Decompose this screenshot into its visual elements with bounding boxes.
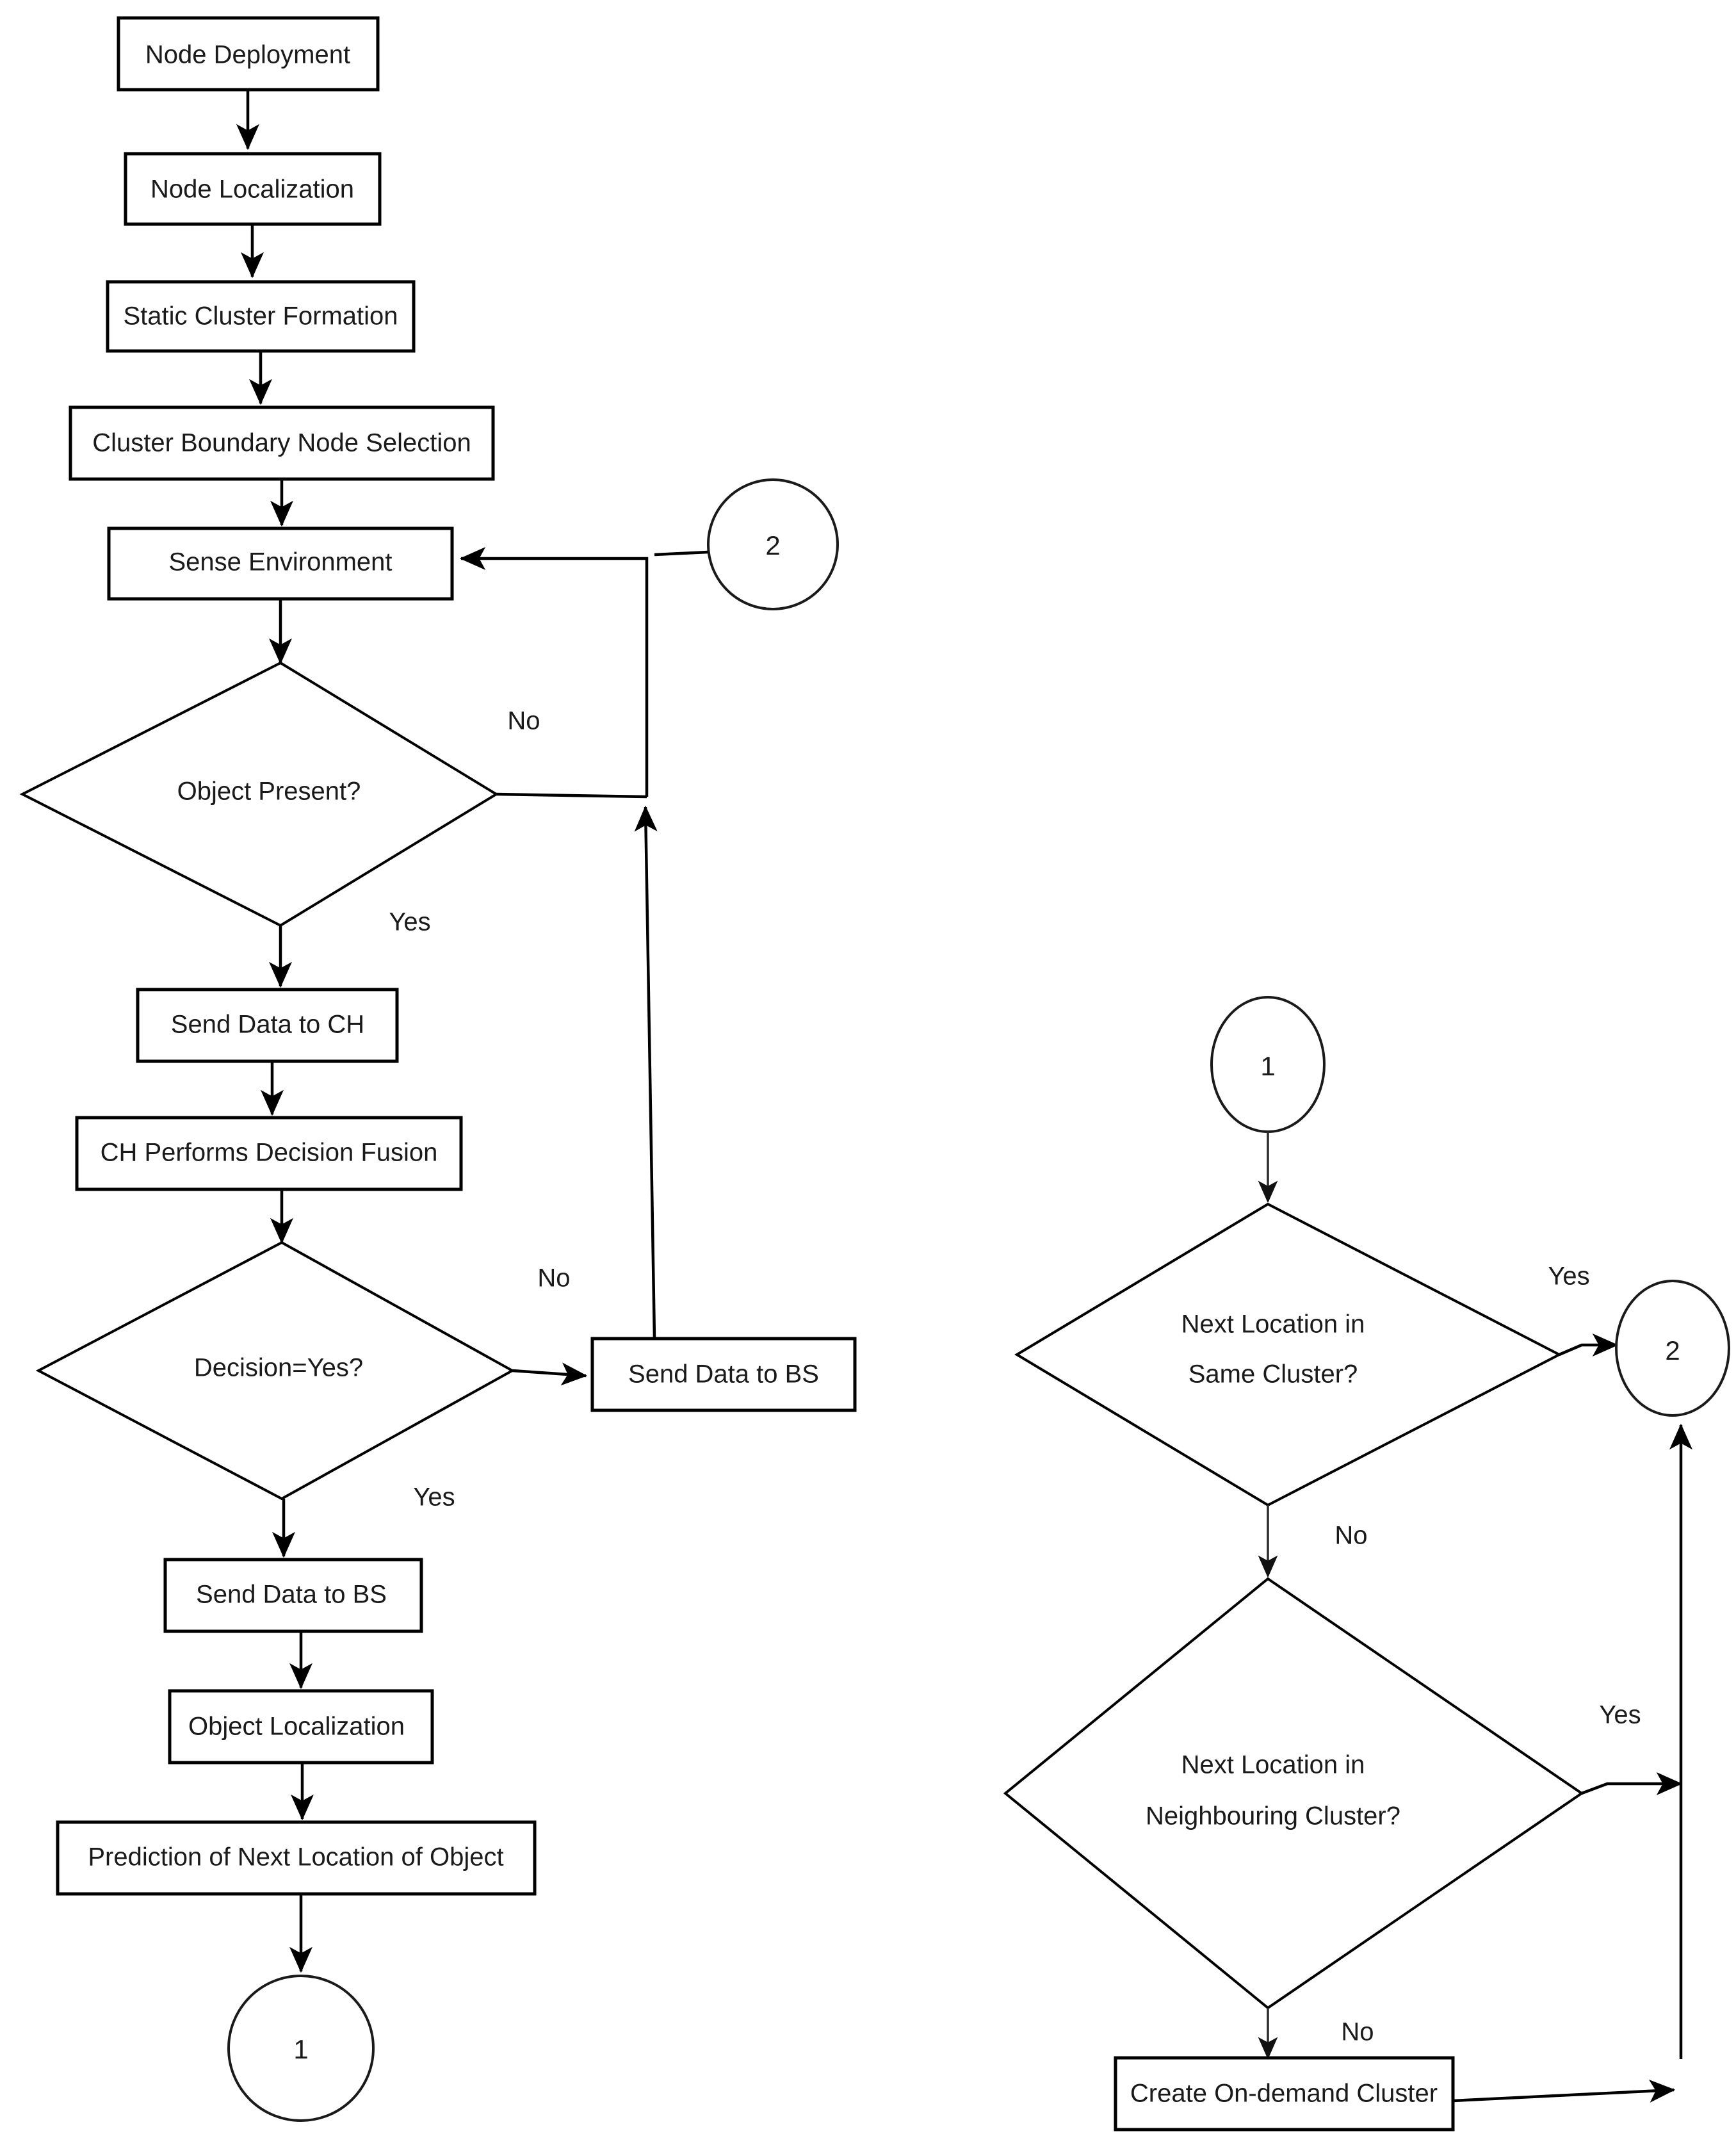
static-cluster-formation-box: Static Cluster Formation [106,280,416,353]
edge-label-object-present-yes: Yes [389,908,430,936]
connector-2-left-circle [707,478,839,610]
prediction-next-location-box: Prediction of Next Location of Object [56,1820,537,1896]
send-data-to-bs-no-label: Send Data to BS [628,1360,819,1389]
sense-environment-label: Sense Environment [168,548,392,576]
static-cluster-formation-label: Static Cluster Formation [123,302,398,330]
object-localization-label: Object Localization [188,1713,405,1741]
send-data-to-bs-yes-box: Send Data to BS [163,1558,423,1633]
sense-environment-box: Sense Environment [107,526,454,601]
static-cluster-formation-rect [106,280,416,353]
node-deployment-box: Node Deployment [117,16,380,92]
node-deployment-rect [117,16,380,92]
prediction-next-location-label: Prediction of Next Location of Object [88,1843,503,1871]
edge-decision-no [512,1362,588,1386]
next-location-neighbouring-cluster-label-2: Neighbouring Cluster? [1146,1802,1400,1830]
connector-2-left: 2 [707,478,839,610]
edge-label-same-cluster-no: No [1334,1522,1367,1550]
next-location-neighbouring-cluster-diamond: Next Location in Neighbouring Cluster? [1003,1577,1584,2010]
edge-bs-no-to-riser [634,805,658,1339]
ch-performs-decision-fusion-rect [75,1116,463,1191]
connector-1-right-label: 1 [1260,1051,1275,1081]
object-present-diamond: Object Present? [19,661,499,927]
send-data-to-bs-yes-label: Send Data to BS [196,1581,387,1609]
edge-label-same-cluster-yes: Yes [1548,1262,1589,1291]
connector-1-right: 1 [1210,996,1326,1133]
send-data-to-ch-box: Send Data to CH [136,988,399,1063]
send-data-to-bs-yes-rect [163,1558,423,1633]
send-data-to-bs-no-box: Send Data to BS [590,1337,857,1412]
next-location-neighbouring-cluster-shape [1003,1577,1584,2010]
send-data-to-ch-label: Send Data to CH [171,1011,364,1039]
edge-no-riser-to-sense [459,547,649,797]
node-localization-box: Node Localization [124,152,382,226]
edge-neighbouring-yes [1581,1772,1683,1795]
sense-environment-rect [107,526,454,601]
edge-label-neighbouring-yes: Yes [1599,1701,1641,1729]
edge-object-present-no [496,792,647,799]
edge-label-neighbouring-no: No [1341,2018,1374,2046]
cluster-boundary-node-selection-label: Cluster Boundary Node Selection [92,429,471,457]
decision-yes-shape [35,1241,515,1501]
edge-create-cluster-to-riser [1452,2079,1676,2103]
connector-2-right-ellipse [1615,1280,1730,1417]
send-data-to-ch-rect [136,988,399,1063]
edge-connector2-to-riser [654,550,709,557]
next-location-neighbouring-cluster-label-1: Next Location in [1181,1751,1365,1779]
edge-same-cluster-yes [1559,1333,1619,1357]
edge-label-decision-no: No [537,1264,570,1292]
create-on-demand-cluster-box: Create On-demand Cluster [1114,2056,1455,2132]
edge-label-object-present-no: No [507,707,540,735]
node-localization-rect [124,152,382,226]
create-on-demand-cluster-label: Create On-demand Cluster [1130,2080,1438,2108]
node-localization-label: Node Localization [150,175,354,204]
cluster-boundary-node-selection-box: Cluster Boundary Node Selection [69,405,495,481]
next-location-same-cluster-label-1: Next Location in [1181,1310,1365,1339]
decision-yes-diamond: Decision=Yes? [35,1241,515,1501]
connector-1-left-label: 1 [293,2034,308,2064]
decision-yes-label: Decision=Yes? [194,1354,363,1382]
connector-1-left: 1 [227,1975,375,2122]
prediction-next-location-rect [56,1820,537,1896]
ch-performs-decision-fusion-label: CH Performs Decision Fusion [101,1139,438,1167]
connector-2-right: 2 [1615,1280,1730,1417]
next-location-same-cluster-shape [1014,1202,1562,1507]
send-data-to-bs-no-rect [590,1337,857,1412]
next-location-same-cluster-diamond: Next Location in Same Cluster? [1014,1202,1562,1507]
ch-performs-decision-fusion-box: CH Performs Decision Fusion [75,1116,463,1191]
object-localization-box: Object Localization [168,1689,434,1765]
object-present-label: Object Present? [177,778,361,806]
connector-1-left-circle [227,1975,375,2122]
edge-label-decision-yes: Yes [413,1483,455,1512]
node-deployment-label: Node Deployment [145,41,350,69]
connector-2-left-label: 2 [765,530,780,560]
connector-2-right-label: 2 [1665,1335,1680,1365]
create-on-demand-cluster-rect [1114,2056,1455,2132]
next-location-same-cluster-label-2: Same Cluster? [1188,1360,1358,1389]
